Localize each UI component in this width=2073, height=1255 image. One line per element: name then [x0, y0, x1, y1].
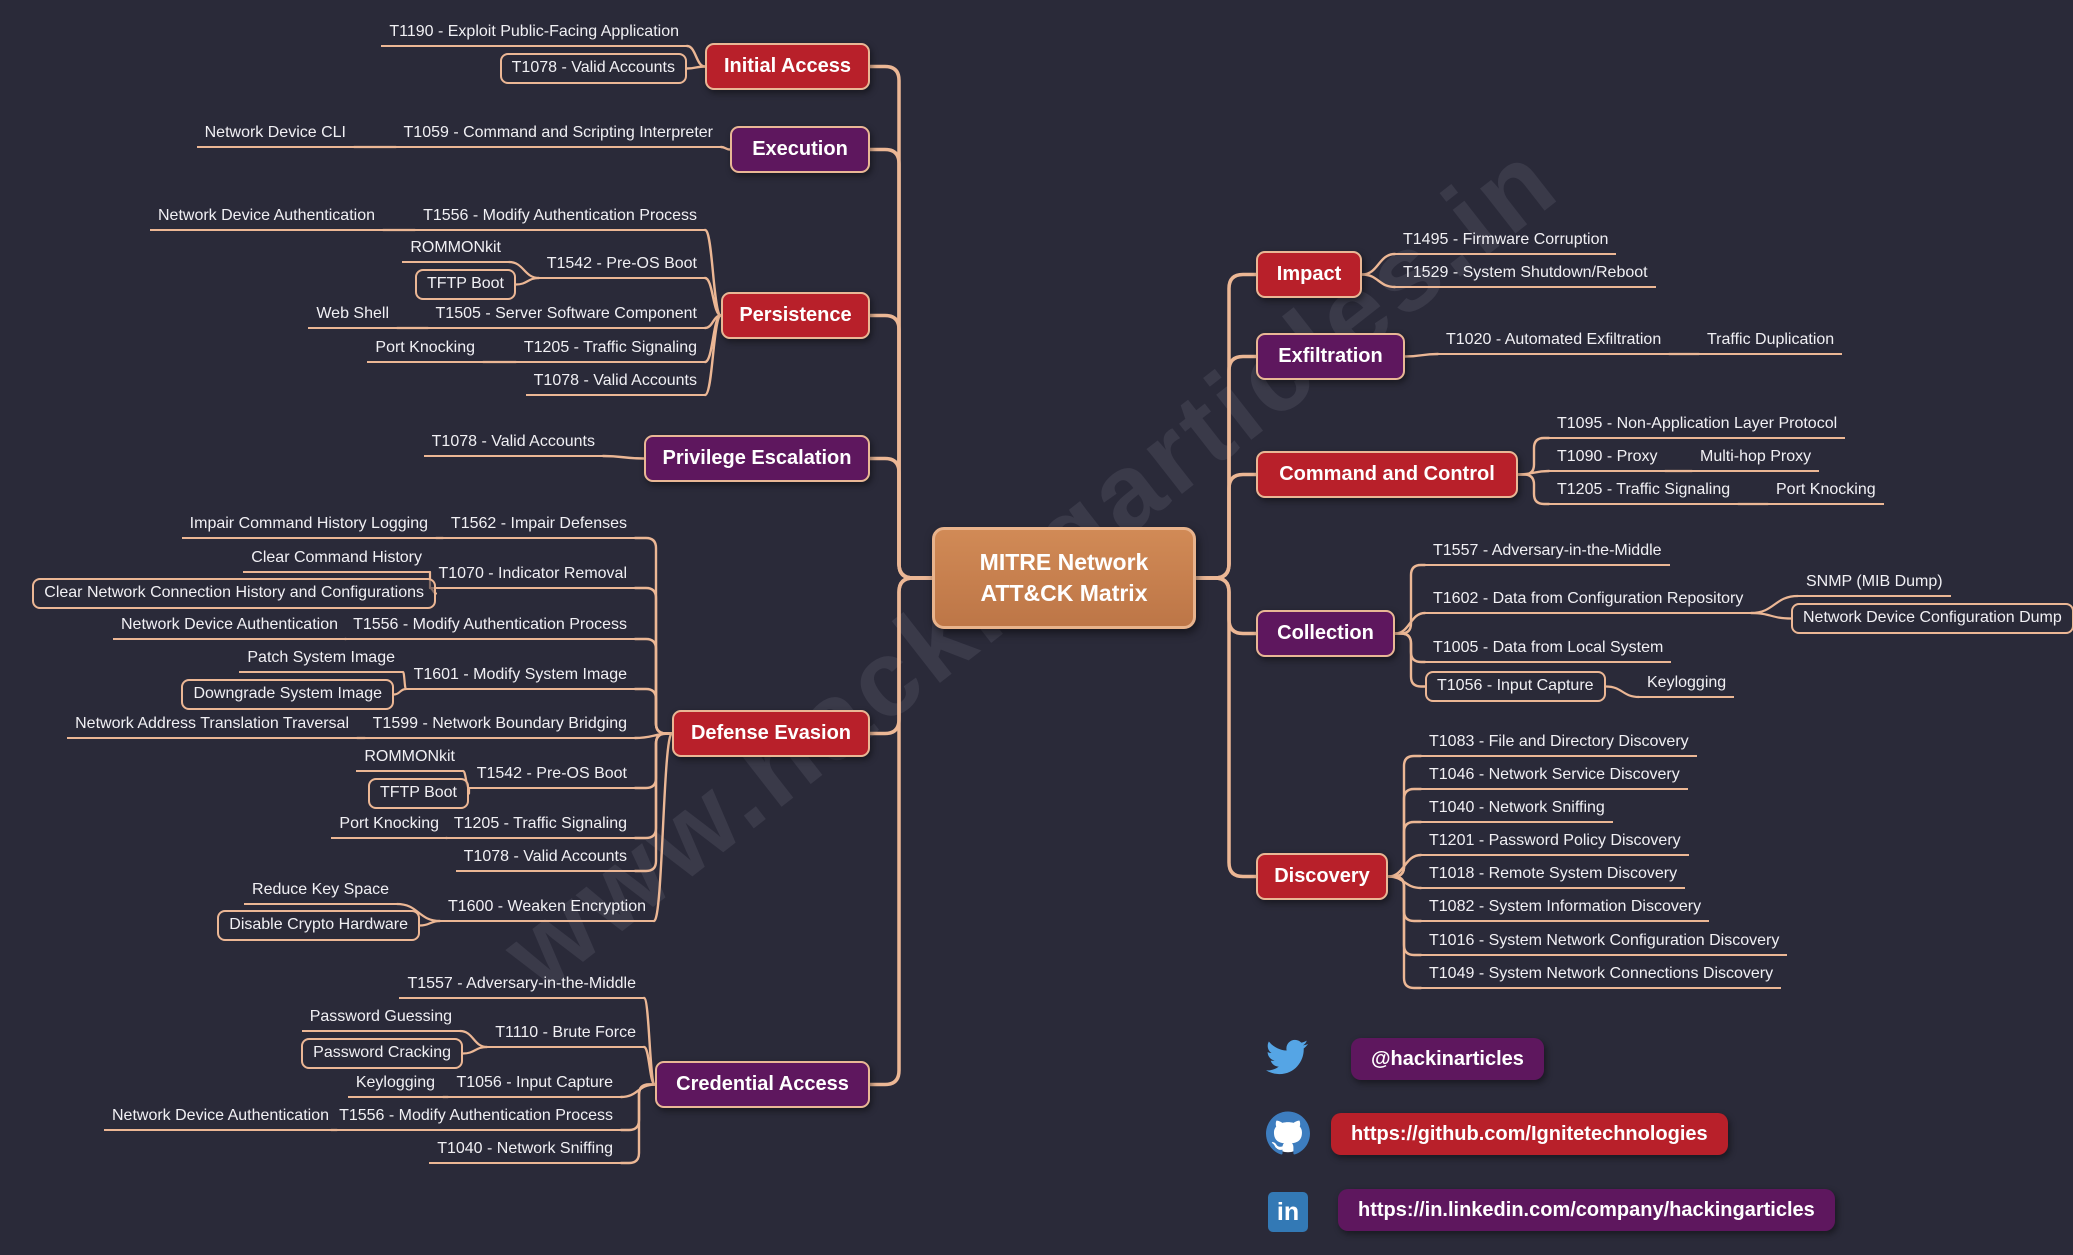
technique-t1059-command-and-scripting-interpreter: T1059 - Command and Scripting Interprete… [395, 121, 721, 148]
subtechnique-network-address-translation-traversal: Network Address Translation Traversal [67, 712, 357, 739]
technique-t1083-file-and-directory-discovery: T1083 - File and Directory Discovery [1421, 730, 1697, 757]
technique-t1205-traffic-signaling: T1205 - Traffic Signaling [1549, 478, 1739, 505]
technique-t1095-non-application-layer-protocol: T1095 - Non-Application Layer Protocol [1549, 412, 1846, 439]
subtechnique-snmp-mib-dump: SNMP (MIB Dump) [1798, 570, 1951, 597]
linkedin-icon-text: in [1276, 1197, 1300, 1226]
technique-t1020-automated-exfiltration: T1020 - Automated Exfiltration [1438, 328, 1670, 355]
tactic-privilege-escalation: Privilege Escalation [644, 435, 870, 482]
tactic-defense-evasion: Defense Evasion [672, 710, 870, 757]
technique-t1078-valid-accounts: T1078 - Valid Accounts [499, 53, 687, 84]
subtechnique-rommonkit: ROMMONkit [402, 236, 509, 263]
technique-t1602-data-from-configuration-repository: T1602 - Data from Configuration Reposito… [1425, 587, 1752, 614]
twitter-bird-icon[interactable] [1262, 1036, 1312, 1078]
technique-t1070-indicator-removal: T1070 - Indicator Removal [430, 562, 635, 589]
subtechnique-disable-crypto-hardware: Disable Crypto Hardware [217, 910, 420, 941]
technique-t1056-input-capture: T1056 - Input Capture [448, 1071, 621, 1098]
github-octocat-icon[interactable] [1266, 1111, 1310, 1155]
subtechnique-rommonkit: ROMMONkit [356, 745, 463, 772]
technique-t1562-impair-defenses: T1562 - Impair Defenses [442, 512, 635, 539]
technique-t1557-adversary-in-the-middle: T1557 - Adversary-in-the-Middle [1425, 539, 1670, 566]
tactic-discovery: Discovery [1256, 853, 1388, 900]
technique-t1046-network-service-discovery: T1046 - Network Service Discovery [1421, 763, 1688, 790]
technique-t1495-firmware-corruption: T1495 - Firmware Corruption [1395, 228, 1617, 255]
subtechnique-tftp-boot: TFTP Boot [414, 269, 516, 300]
central-topic-line1: MITRE Network [979, 548, 1149, 575]
technique-t1049-system-network-connections-discovery: T1049 - System Network Connections Disco… [1421, 962, 1782, 989]
subtechnique-tftp-boot: TFTP Boot [367, 778, 469, 809]
subtechnique-port-knocking: Port Knocking [1768, 478, 1884, 505]
technique-t1205-traffic-signaling: T1205 - Traffic Signaling [515, 336, 705, 363]
technique-t1542-pre-os-boot: T1542 - Pre-OS Boot [538, 252, 705, 279]
tactic-initial-access: Initial Access [705, 43, 870, 90]
subtechnique-network-device-cli: Network Device CLI [196, 121, 354, 148]
subtechnique-traffic-duplication: Traffic Duplication [1699, 328, 1843, 355]
subtechnique-clear-network-connection-history-and-configurations: Clear Network Connection History and Con… [32, 578, 436, 609]
technique-t1110-brute-force: T1110 - Brute Force [487, 1021, 644, 1048]
technique-t1201-password-policy-discovery: T1201 - Password Policy Discovery [1421, 829, 1689, 856]
subtechnique-web-shell: Web Shell [308, 302, 397, 329]
subtechnique-network-device-configuration-dump: Network Device Configuration Dump [1791, 603, 2073, 634]
subtechnique-password-cracking: Password Cracking [301, 1038, 463, 1069]
technique-t1040-network-sniffing: T1040 - Network Sniffing [1421, 796, 1613, 823]
subtechnique-network-device-authentication: Network Device Authentication [113, 613, 346, 640]
technique-t1078-valid-accounts: T1078 - Valid Accounts [525, 369, 705, 396]
technique-t1529-system-shutdown-reboot: T1529 - System Shutdown/Reboot [1395, 261, 1656, 288]
subtechnique-reduce-key-space: Reduce Key Space [244, 878, 397, 905]
technique-t1005-data-from-local-system: T1005 - Data from Local System [1425, 636, 1672, 663]
technique-t1599-network-boundary-bridging: T1599 - Network Boundary Bridging [364, 712, 635, 739]
subtechnique-network-device-authentication: Network Device Authentication [150, 204, 383, 231]
technique-t1601-modify-system-image: T1601 - Modify System Image [405, 663, 635, 690]
technique-t1016-system-network-configuration-discovery: T1016 - System Network Configuration Dis… [1421, 929, 1788, 956]
tactic-impact: Impact [1256, 251, 1362, 298]
technique-t1505-server-software-component: T1505 - Server Software Component [427, 302, 705, 329]
central-topic-line2: ATT&CK Matrix [980, 580, 1148, 606]
subtechnique-impair-command-history-logging: Impair Command History Logging [181, 512, 436, 539]
technique-t1556-modify-authentication-process: T1556 - Modify Authentication Process [331, 1104, 621, 1131]
technique-t1056-input-capture: T1056 - Input Capture [1425, 671, 1606, 702]
technique-t1090-proxy: T1090 - Proxy [1549, 445, 1666, 472]
technique-t1542-pre-os-boot: T1542 - Pre-OS Boot [468, 762, 635, 789]
subtechnique-keylogging: Keylogging [347, 1071, 443, 1098]
subtechnique-clear-command-history: Clear Command History [243, 546, 430, 573]
technique-t1190-exploit-public-facing-application: T1190 - Exploit Public-Facing Applicatio… [381, 20, 687, 47]
subtechnique-password-guessing: Password Guessing [301, 1005, 460, 1032]
technique-t1205-traffic-signaling: T1205 - Traffic Signaling [445, 812, 635, 839]
technique-t1556-modify-authentication-process: T1556 - Modify Authentication Process [415, 204, 705, 231]
twitter-handle-badge[interactable]: @hackinarticles [1351, 1038, 1544, 1080]
tactic-collection: Collection [1256, 610, 1395, 657]
subtechnique-port-knocking: Port Knocking [331, 812, 447, 839]
tactic-execution: Execution [730, 126, 870, 173]
linkedin-icon[interactable]: in [1268, 1192, 1308, 1232]
linkedin-url-badge[interactable]: https://in.linkedin.com/company/hackinga… [1338, 1189, 1835, 1231]
subtechnique-downgrade-system-image: Downgrade System Image [181, 679, 394, 710]
technique-t1082-system-information-discovery: T1082 - System Information Discovery [1421, 895, 1710, 922]
tactic-persistence: Persistence [721, 292, 870, 339]
technique-t1040-network-sniffing: T1040 - Network Sniffing [429, 1137, 621, 1164]
tactic-exfiltration: Exfiltration [1256, 333, 1405, 380]
technique-t1600-weaken-encryption: T1600 - Weaken Encryption [439, 895, 654, 922]
central-topic: MITRE Network ATT&CK Matrix [932, 527, 1196, 629]
github-url-badge[interactable]: https://github.com/Ignitetechnologies [1331, 1113, 1728, 1155]
technique-t1557-adversary-in-the-middle: T1557 - Adversary-in-the-Middle [399, 972, 644, 999]
technique-t1556-modify-authentication-process: T1556 - Modify Authentication Process [345, 613, 635, 640]
subtechnique-keylogging: Keylogging [1639, 671, 1735, 698]
technique-t1078-valid-accounts: T1078 - Valid Accounts [455, 845, 635, 872]
subtechnique-patch-system-image: Patch System Image [239, 646, 403, 673]
tactic-credential-access: Credential Access [655, 1061, 870, 1108]
subtechnique-port-knocking: Port Knocking [367, 336, 483, 363]
subtechnique-multi-hop-proxy: Multi-hop Proxy [1692, 445, 1820, 472]
technique-t1018-remote-system-discovery: T1018 - Remote System Discovery [1421, 862, 1686, 889]
tactic-command-and-control: Command and Control [1256, 451, 1518, 498]
technique-t1078-valid-accounts: T1078 - Valid Accounts [423, 430, 603, 457]
subtechnique-network-device-authentication: Network Device Authentication [104, 1104, 337, 1131]
